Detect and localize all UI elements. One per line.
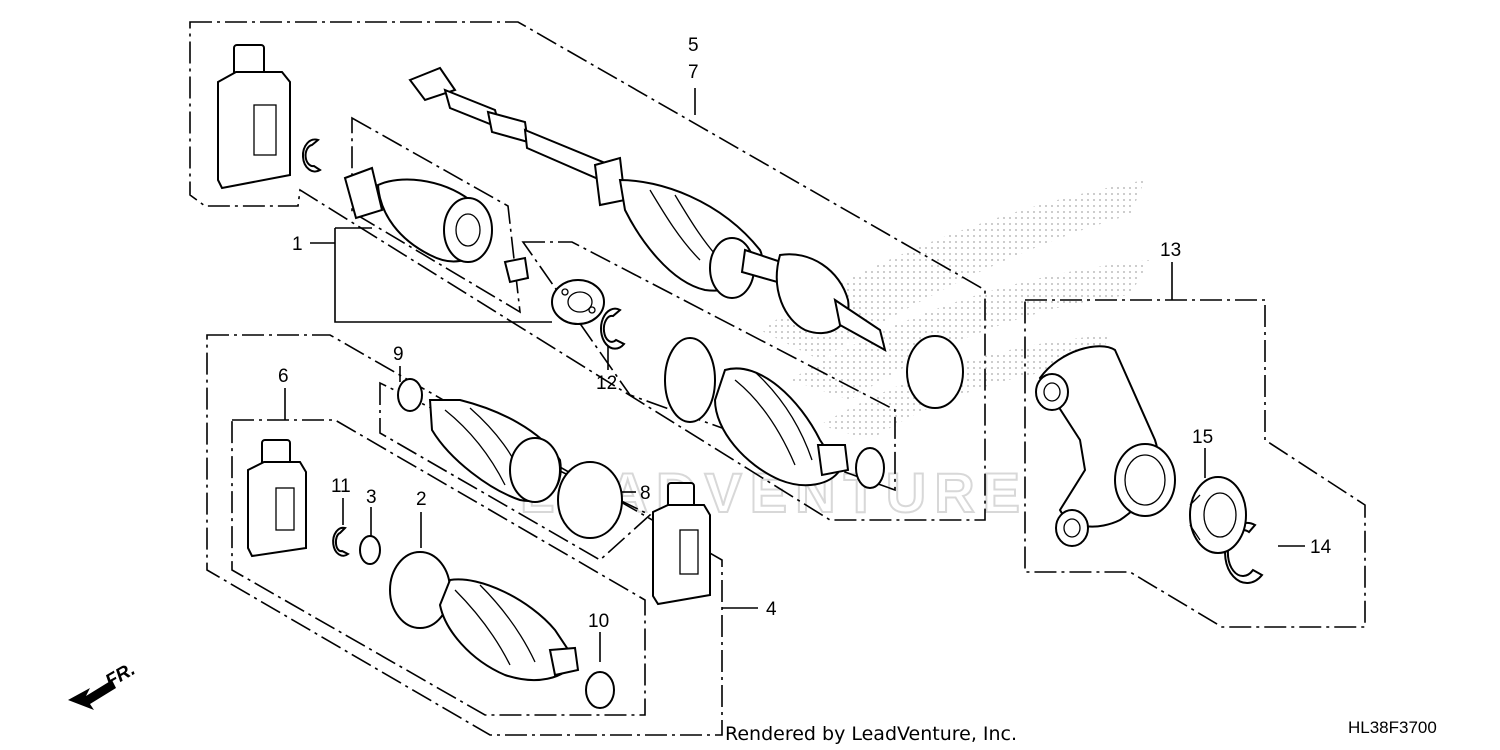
credit-text: Rendered by LeadVenture, Inc. [725,723,1017,745]
callout-14: 14 [1310,537,1332,558]
boot-2-icon [438,578,580,681]
callout-9: 9 [393,344,404,365]
boot-band-2-lower-icon [389,551,451,629]
oil-kit-outline [189,21,986,521]
callout-10: 10 [588,611,609,632]
oil-bottle-2-icon [247,439,307,558]
snap-ring-12-icon [600,307,626,350]
snap-ring-icon [301,138,322,173]
boot-band-2-icon [906,335,964,409]
front-direction-arrow [68,680,116,710]
leader-lines [284,88,1305,662]
boot-band-10-icon [585,671,615,709]
oil-bottle-icon [217,44,291,190]
boot-9-icon [428,399,562,503]
oil-bottle-3-icon [652,482,711,606]
callout-1: 1 [292,234,303,255]
boot-band-3-icon [855,447,885,489]
callout-12: 12 [596,373,617,394]
circlip-icon [503,256,530,284]
callout-8: 8 [640,483,651,504]
knuckle-outline [1024,299,1366,628]
boot-kit-outline [206,334,723,736]
boot-band-3-lower-icon [359,535,381,565]
knuckle-icon [1035,345,1176,547]
outer-joint-icon [343,166,493,263]
boot-band-icon [664,337,716,423]
callout-2: 2 [416,489,427,510]
inner-boot-outline [231,419,646,716]
callout-6: 6 [278,366,289,387]
boot-band-8-icon [557,461,623,539]
callout-11: 11 [331,476,351,497]
outer-joint-outline [351,116,521,314]
bearing-cage-icon [551,279,605,325]
callout-3: 3 [366,487,377,508]
snap-ring-11-icon [332,526,350,557]
diagram-code: HL38F3700 [1348,718,1437,737]
callout-4: 4 [766,599,777,620]
joint-parts-outline [521,241,896,492]
boot-band-9-icon [397,378,423,412]
callout-15: 15 [1192,427,1213,448]
callout-13: 13 [1160,240,1181,261]
callout-5: 5 [688,35,699,56]
driveshaft-assembly-icon [408,66,887,352]
bearing-15-icon [1189,476,1247,554]
boot-icon [713,367,850,487]
callout-7: 7 [688,62,699,83]
callout-labels: 1 2 3 4 5 6 7 8 9 10 11 12 13 14 15 [278,35,1332,632]
